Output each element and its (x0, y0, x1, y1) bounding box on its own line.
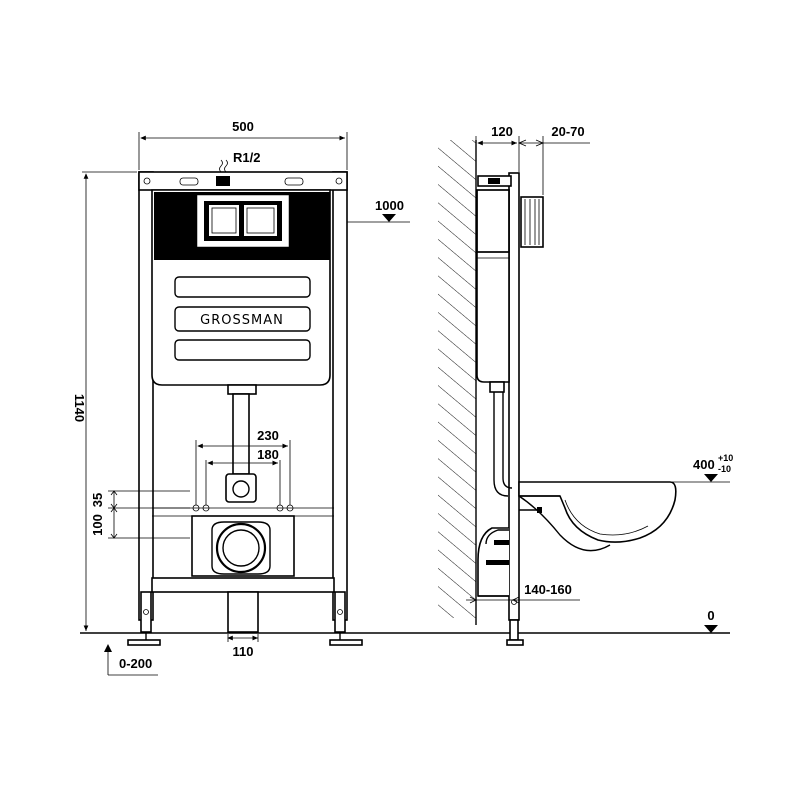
side-flush-plate (520, 196, 544, 248)
dim-bolt-height-b: 100 (90, 514, 105, 536)
cistern-slot-bottom (174, 339, 311, 361)
inlet-valve-icon (216, 176, 230, 186)
level-marker-icon (704, 625, 718, 633)
dim-seat-tol-plus: +10 (718, 453, 733, 463)
flush-button-small (209, 205, 239, 236)
center-foot (227, 591, 259, 633)
dim-drain-offset: 140-160 (524, 582, 572, 597)
side-frame-post (508, 172, 520, 621)
level-marker-icon (382, 214, 396, 222)
flush-pipe (232, 393, 250, 475)
dim-bolt-height-a: 35 (90, 493, 105, 507)
side-dimensions: 120 20-70 400 +10 -10 140-160 0 (466, 124, 733, 633)
dim-floor-level: 0 (707, 608, 714, 623)
flush-button-large (244, 205, 277, 236)
brand-plate (174, 306, 311, 332)
dim-leg-extension: 0-200 (119, 656, 152, 671)
frame-top-rail (138, 171, 348, 191)
drain-outlet (215, 522, 267, 574)
side-cistern (476, 189, 510, 383)
side-view (438, 140, 677, 646)
foot-left (127, 639, 161, 646)
dim-flush-height: 1000 (375, 198, 404, 213)
dim-water-inlet: R1/2 (233, 150, 260, 165)
cistern-slot-top (174, 276, 311, 298)
wall-hatch (438, 140, 476, 618)
dim-width-total: 500 (232, 119, 254, 134)
dim-height-total: 1140 (72, 394, 87, 422)
level-marker-icon (704, 474, 718, 482)
dim-foot-width: 110 (233, 644, 254, 659)
brand-logo: GROSSMAN (200, 313, 284, 328)
dim-seat-height: 400 (693, 457, 715, 472)
dim-bolt-outer: 230 (257, 428, 279, 443)
frame-right-post (332, 171, 348, 621)
front-dimensions: 500 R1/2 1140 1000 230 180 35 100 (72, 119, 410, 676)
foot-right (329, 639, 363, 646)
frame-left-post (138, 171, 154, 621)
dim-bolt-inner: 180 (257, 447, 279, 462)
dim-wall-depth: 120 (491, 124, 513, 139)
frame-bottom-rail (151, 577, 335, 593)
dim-panel-thickness: 20-70 (551, 124, 584, 139)
arrow-up-icon (104, 644, 112, 652)
front-view: GROSSMAN (127, 159, 363, 646)
toilet-bowl (518, 481, 677, 543)
dim-seat-tol-minus: -10 (718, 464, 731, 474)
